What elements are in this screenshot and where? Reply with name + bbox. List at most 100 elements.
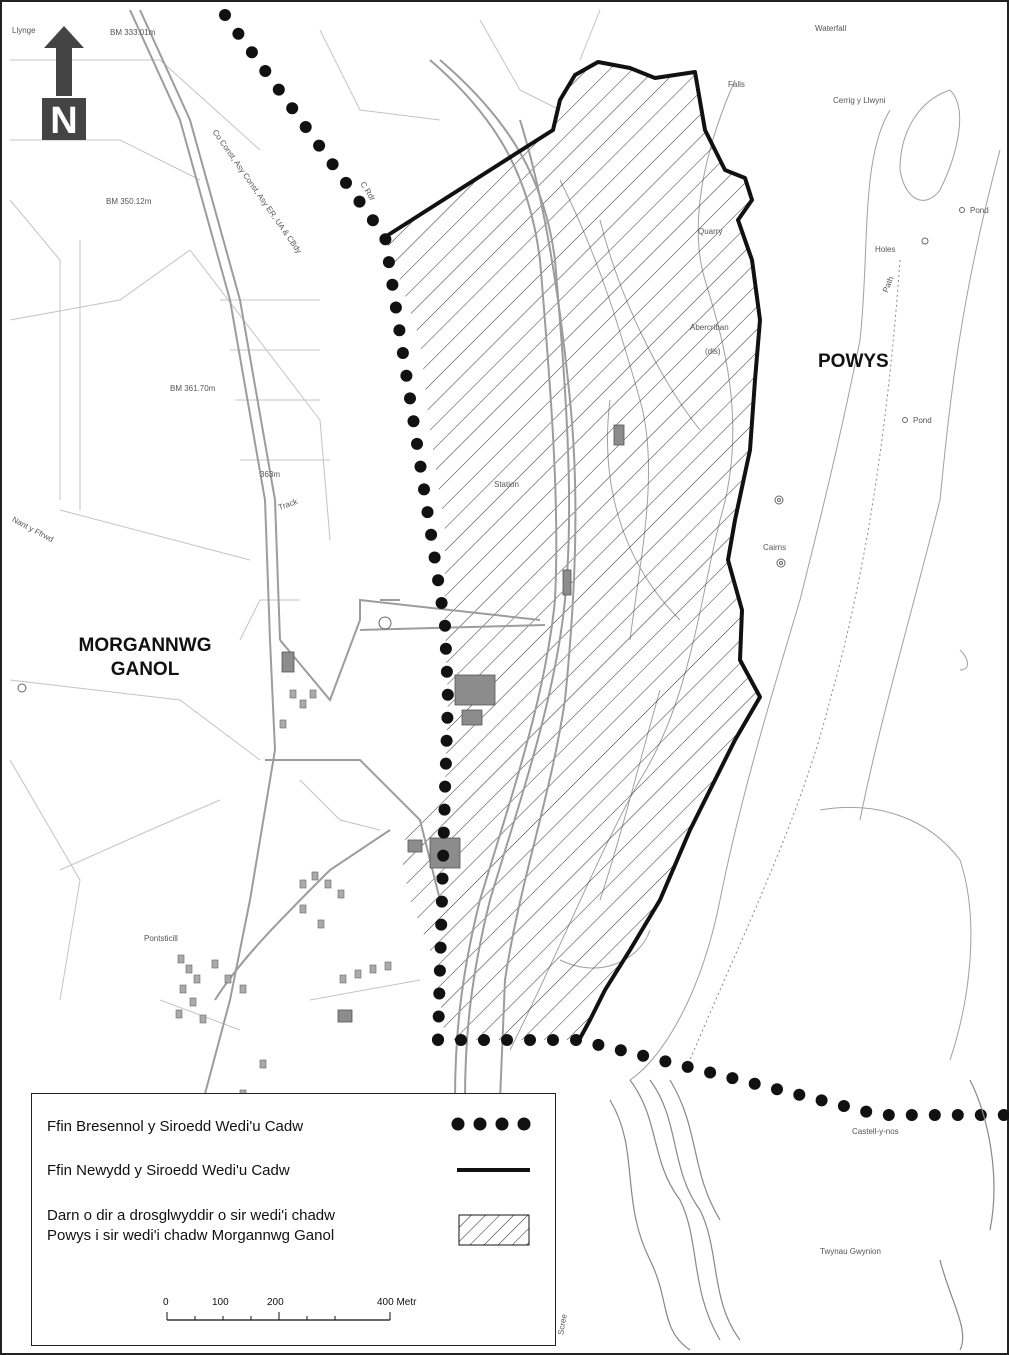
boundary-dot <box>441 688 454 701</box>
point-features <box>17 207 965 693</box>
field-boundaries <box>9 9 601 1031</box>
boundary-dot <box>524 1034 536 1046</box>
label-cairns: Cairns <box>763 543 787 552</box>
boundary-dot <box>436 872 449 885</box>
boundary-dot <box>389 301 402 314</box>
boundary-dot <box>272 83 285 96</box>
label-cerrig: Cerrig y Llwyni <box>833 96 886 105</box>
boundary-dot <box>232 27 245 40</box>
boundary-dot <box>439 757 452 770</box>
boundary-dot <box>440 665 453 678</box>
legend-symbol-dotted <box>451 1117 531 1131</box>
roads <box>129 9 577 1301</box>
scale-tick-400: 400 Metr <box>377 1297 417 1308</box>
label-bm-361: BM 361.70m <box>170 384 216 393</box>
boundary-dot <box>400 369 413 382</box>
boundary-dot <box>404 392 416 405</box>
boundary-dot <box>793 1088 806 1101</box>
region-west-line-1: MORGANNWG <box>78 635 212 656</box>
boundary-dot <box>637 1049 650 1062</box>
boundary-dot <box>455 1034 467 1046</box>
boundary-dot <box>366 214 379 227</box>
label-waterfall: Waterfall <box>815 24 847 33</box>
boundary-dot <box>441 711 454 724</box>
boundary-dot <box>259 65 272 77</box>
label-pontsticill: Pontsticill <box>144 934 178 943</box>
label-station: Station <box>494 480 519 489</box>
boundary-dot <box>478 1034 490 1046</box>
boundary-dot <box>704 1066 717 1079</box>
north-arrow-icon: N <box>42 26 86 142</box>
boundary-dot <box>340 176 352 189</box>
label-abercriban: Abercriban <box>690 323 729 332</box>
boundary-dot <box>905 1109 918 1121</box>
boundary-dot <box>219 9 231 21</box>
boundary-dot <box>614 1044 627 1057</box>
boundary-dot <box>313 139 326 152</box>
boundary-dot <box>439 619 451 632</box>
boundary-dot <box>437 849 450 862</box>
boundary-dot <box>547 1034 559 1046</box>
boundary-dot <box>434 941 447 954</box>
boundary-dot <box>860 1105 873 1118</box>
label-pond-2: Pond <box>913 416 932 425</box>
boundary-dot <box>245 46 258 59</box>
boundary-dot <box>353 195 366 208</box>
transfer-area-hatch <box>385 62 760 1040</box>
housing-blocks <box>175 689 392 1099</box>
boundary-dot <box>438 803 451 816</box>
boundary-dot <box>386 278 399 291</box>
label-twynau: Twynau Gwynion <box>820 1247 881 1256</box>
boundary-dot <box>440 734 453 747</box>
scale-tick-0: 0 <box>163 1297 169 1308</box>
footpath <box>689 259 901 1061</box>
boundary-dot <box>411 437 423 450</box>
boundary-dot <box>435 918 448 931</box>
label-holes: Holes <box>875 245 896 254</box>
boundary-dot <box>997 1109 1009 1121</box>
legend-label-transfer-1: Darn o dir a drosglwyddir o sir wedi'i c… <box>47 1207 335 1224</box>
legend-label-new-boundary: Ffin Newydd y Siroedd Wedi'u Cadw <box>47 1162 290 1179</box>
legend: Ffin Bresennol y Siroedd Wedi'u Cadw Ffi… <box>31 1093 556 1346</box>
scale-bar <box>166 1312 391 1321</box>
boundary-dot <box>882 1109 895 1121</box>
boundary-dot <box>815 1094 828 1107</box>
boundary-dot <box>414 460 427 473</box>
legend-symbol-hatch <box>458 1214 530 1246</box>
scale-tick-200: 200 <box>267 1297 284 1308</box>
boundary-dot <box>501 1034 513 1046</box>
boundary-dot <box>681 1060 694 1073</box>
drainage-lines <box>609 1079 995 1351</box>
buildings <box>281 424 625 1023</box>
boundary-dot <box>326 158 339 171</box>
boundary-dot <box>439 642 452 655</box>
legend-symbol-solid <box>457 1168 530 1172</box>
boundary-dot <box>726 1072 739 1085</box>
legend-label-current-boundary: Ffin Bresennol y Siroedd Wedi'u Cadw <box>47 1118 304 1135</box>
new-boundary-line <box>383 60 762 1043</box>
label-bm-350: BM 350.12m <box>106 197 152 206</box>
boundary-dot <box>437 826 450 839</box>
label-bm-333: BM 333.01m <box>110 28 156 37</box>
boundary-dot <box>432 1034 444 1046</box>
boundary-dot <box>432 1010 445 1023</box>
boundary-dot <box>382 256 395 269</box>
boundary-dot <box>433 964 446 977</box>
boundary-dot <box>433 987 446 1000</box>
label-quarry: Quarry <box>698 227 723 236</box>
boundary-dot <box>299 121 312 133</box>
boundary-dot <box>432 574 445 587</box>
region-powys: POWYS <box>818 351 889 372</box>
boundary-dot <box>393 324 406 337</box>
label-llynge: Llynge <box>12 26 36 35</box>
boundary-dot <box>421 506 434 519</box>
boundary-dot <box>748 1077 761 1090</box>
boundary-dot <box>837 1100 850 1112</box>
boundary-dot <box>592 1038 605 1051</box>
boundary-dot <box>435 895 448 908</box>
boundary-dot <box>396 347 409 359</box>
boundary-dot <box>951 1109 964 1121</box>
label-height-363: 363m <box>260 470 281 479</box>
boundary-dot <box>407 415 420 428</box>
label-falls: Falls <box>728 80 745 89</box>
